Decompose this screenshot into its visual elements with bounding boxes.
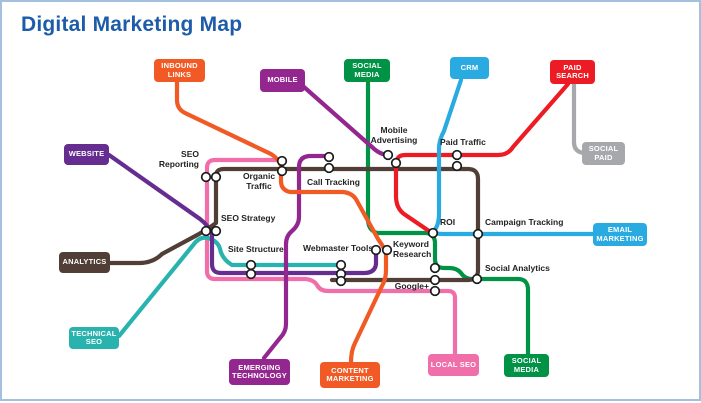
terminal-mobile: MOBILE [260,69,305,92]
station-marker [323,151,335,163]
station-marker [276,165,288,177]
station-marker [390,157,402,169]
label-organic-traffic: Organic Traffic [242,171,276,191]
station-marker [276,155,288,167]
label-call-tracking: Call Tracking [307,177,360,187]
label-campaign-tracking: Campaign Tracking [485,217,564,227]
station-marker [382,149,394,161]
terminal-crm: CRM [450,57,489,79]
label-seo-reporting: SEO Reporting [158,149,199,169]
station-marker [451,160,463,172]
station-marker [370,244,382,256]
station-marker [427,227,439,239]
paid-search-line [393,81,571,234]
station-marker [471,273,483,285]
page-title: Digital Marketing Map [21,13,243,36]
label-seo-strategy: SEO Strategy [221,213,276,223]
terminal-local-seo: LOCAL SEO [428,354,479,376]
station-marker [429,262,441,274]
label-paid-traffic: Paid Traffic [440,137,486,147]
station-marker [381,244,393,256]
label-webmaster-tools: Webmaster Tools [303,243,374,253]
station-marker [210,171,222,183]
terminal-social-media-bottom: SOCIAL MEDIA [504,354,549,377]
label-google-plus: Google+ [394,281,429,291]
label-site-structure: Site Structure [228,244,284,254]
station-marker [323,162,335,174]
station-marker [200,225,212,237]
terminal-emerging-technology: EMERGING TECHNOLOGY [229,359,290,385]
label-roi: ROI [440,217,456,227]
station-marker [200,171,212,183]
label-social-analytics: Social Analytics [485,263,550,273]
station-marker [335,275,347,287]
analytics-line [107,166,481,283]
station-marker [429,274,441,286]
station-marker [210,225,222,237]
terminal-inbound-links: INBOUND LINKS [154,59,205,82]
station-marker [472,228,484,240]
local-seo-line [204,157,458,358]
station-marker [451,149,463,161]
station-marker [245,268,257,280]
terminal-content-marketing: CONTENT MARKETING [320,362,380,388]
station-marker [429,285,441,297]
label-mobile-advertising: Mobile Advertising [370,125,418,145]
station-marker [335,259,347,271]
terminal-paid-search: PAID SEARCH [550,60,595,84]
terminal-social-media-top: SOCIAL MEDIA [344,59,390,82]
emerging-technology-line [261,153,327,361]
technical-seo-line [116,235,340,339]
terminal-analytics: ANALYTICS [59,252,110,273]
terminal-website: WEBSITE [64,144,109,165]
inbound-links-line [174,78,389,365]
station-marker [245,259,257,271]
terminal-technical-seo: TECHNICAL SEO [69,327,119,349]
terminal-social-paid: SOCIAL PAID [582,142,625,165]
terminal-email-marketing: EMAIL MARKETING [593,223,647,246]
website-line [106,152,379,276]
label-keyword-research: Keyword Research [393,239,432,259]
